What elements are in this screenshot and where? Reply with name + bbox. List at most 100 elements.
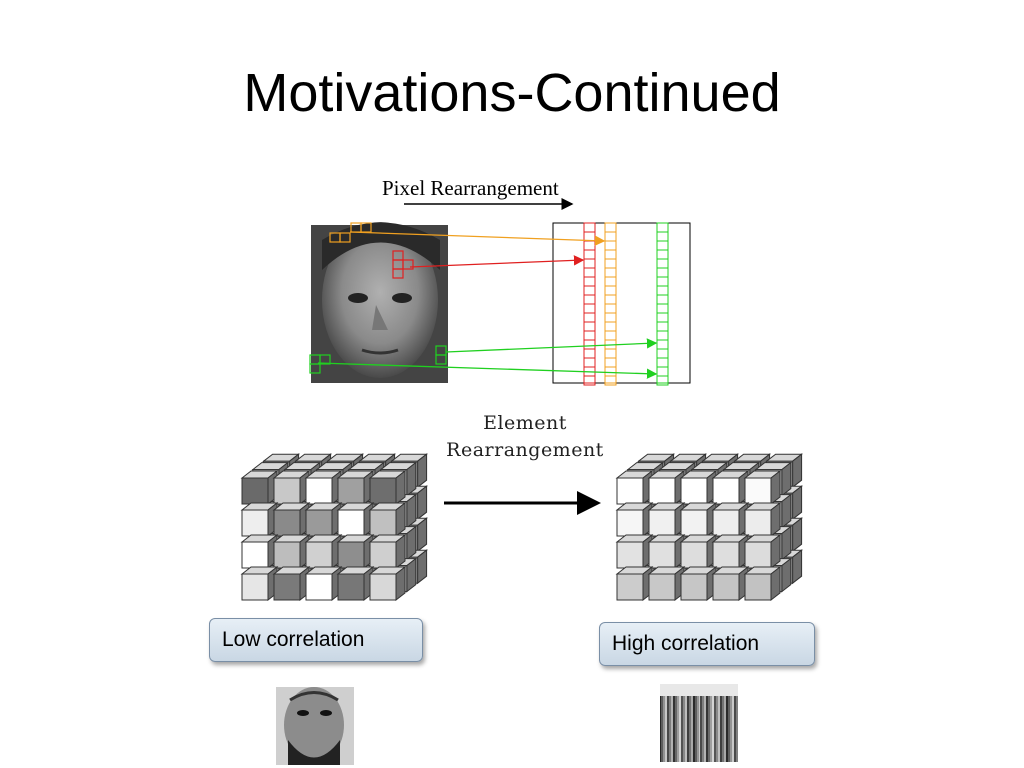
texture-stripe <box>685 696 687 762</box>
texture-stripe <box>687 696 689 762</box>
element-rearrangement-label: Element Rearrangement <box>440 410 610 464</box>
high-correlation-cube <box>615 453 804 602</box>
texture-stripe <box>661 696 663 762</box>
green-arrow-1 <box>445 338 658 353</box>
cube-front-face <box>712 573 740 601</box>
slide-title: Motivations-Continued <box>243 63 781 123</box>
texture-stripe <box>697 696 699 762</box>
cube-front-face <box>648 509 676 537</box>
texture-stripe <box>710 696 712 762</box>
element-label-line2: Rearrangement <box>446 439 604 461</box>
texture-stripe <box>728 696 730 762</box>
rearranged-matrix <box>552 222 691 384</box>
texture-stripe <box>673 696 675 762</box>
texture-stripe <box>720 696 722 762</box>
cube-front-face <box>273 477 301 505</box>
texture-stripe <box>691 696 693 762</box>
texture-stripe <box>734 696 736 762</box>
cube-front-face <box>273 541 301 569</box>
texture-stripe <box>730 696 732 762</box>
cube-front-face <box>744 477 772 505</box>
texture-stripe <box>724 696 726 762</box>
cube-front-face <box>648 477 676 505</box>
cube-front-face <box>744 509 772 537</box>
texture-top-band <box>660 684 738 696</box>
cube-front-face <box>680 509 708 537</box>
texture-stripe <box>712 696 714 762</box>
orange-arrow <box>349 231 606 246</box>
cube-front-face <box>712 509 740 537</box>
pixel-cell <box>604 375 617 386</box>
cube-front-face <box>241 509 269 537</box>
texture-stripe <box>708 696 710 762</box>
texture-stripe <box>677 696 679 762</box>
green-arrow-2 <box>317 362 658 379</box>
rearranged-texture-photo <box>660 684 738 762</box>
cube-front-face <box>648 573 676 601</box>
texture-stripe <box>695 696 697 762</box>
cube-front-face <box>305 541 333 569</box>
cube-front-face <box>680 573 708 601</box>
texture-stripe <box>718 696 720 762</box>
cube-front-face <box>616 477 644 505</box>
texture-stripe <box>736 696 738 762</box>
cube-front-face <box>712 541 740 569</box>
texture-stripe <box>722 696 724 762</box>
texture-stripe <box>706 696 708 762</box>
cube-front-face <box>305 509 333 537</box>
face-pixels-green <box>309 345 447 374</box>
texture-stripe <box>681 696 683 762</box>
cube-front-face <box>337 541 365 569</box>
texture-stripe <box>704 696 706 762</box>
cube-front-face <box>712 477 740 505</box>
texture-stripe <box>683 696 685 762</box>
low-correlation-cube <box>240 453 429 602</box>
cube-front-face <box>273 573 301 601</box>
cube-front-face <box>241 477 269 505</box>
bearded-face-photo <box>276 687 354 765</box>
texture-stripe <box>663 696 665 762</box>
texture-stripe <box>671 696 673 762</box>
cube-front-face <box>680 541 708 569</box>
texture-stripe <box>679 696 681 762</box>
texture-stripe <box>732 696 734 762</box>
cube-front-face <box>305 573 333 601</box>
cube-front-face <box>648 541 676 569</box>
texture-stripe <box>667 696 669 762</box>
cube-front-face <box>337 477 365 505</box>
red-arrow <box>409 255 585 268</box>
texture-stripe <box>702 696 704 762</box>
cube-front-face <box>337 573 365 601</box>
cube-front-face <box>616 541 644 569</box>
pixel-cell <box>656 375 669 386</box>
cube-front-face <box>241 573 269 601</box>
face-photo <box>311 222 448 383</box>
cube-front-face <box>241 541 269 569</box>
texture-stripe <box>716 696 718 762</box>
low-correlation-tag: Low correlation <box>209 618 423 662</box>
cube-front-face <box>616 509 644 537</box>
cube-front-face <box>369 573 397 601</box>
cube-front-face <box>744 573 772 601</box>
face-pixels-red <box>392 250 414 279</box>
cube-front-face <box>369 477 397 505</box>
cube-front-face <box>305 477 333 505</box>
texture-stripe <box>665 696 667 762</box>
cube-front-face <box>369 509 397 537</box>
texture-stripe <box>689 696 691 762</box>
cube-front-face <box>744 541 772 569</box>
cube-front-face <box>273 509 301 537</box>
pixel-rearrangement-label: Pixel Rearrangement <box>382 176 559 200</box>
element-label-line1: Element <box>483 412 567 434</box>
cube-front-face <box>680 477 708 505</box>
cube-front-face <box>337 509 365 537</box>
texture-stripe <box>726 696 728 762</box>
texture-stripe <box>675 696 677 762</box>
texture-stripe <box>669 696 671 762</box>
high-correlation-tag: High correlation <box>599 622 815 666</box>
texture-stripe <box>714 696 716 762</box>
cube-front-face <box>616 573 644 601</box>
texture-stripe <box>700 696 702 762</box>
texture-stripe <box>693 696 695 762</box>
